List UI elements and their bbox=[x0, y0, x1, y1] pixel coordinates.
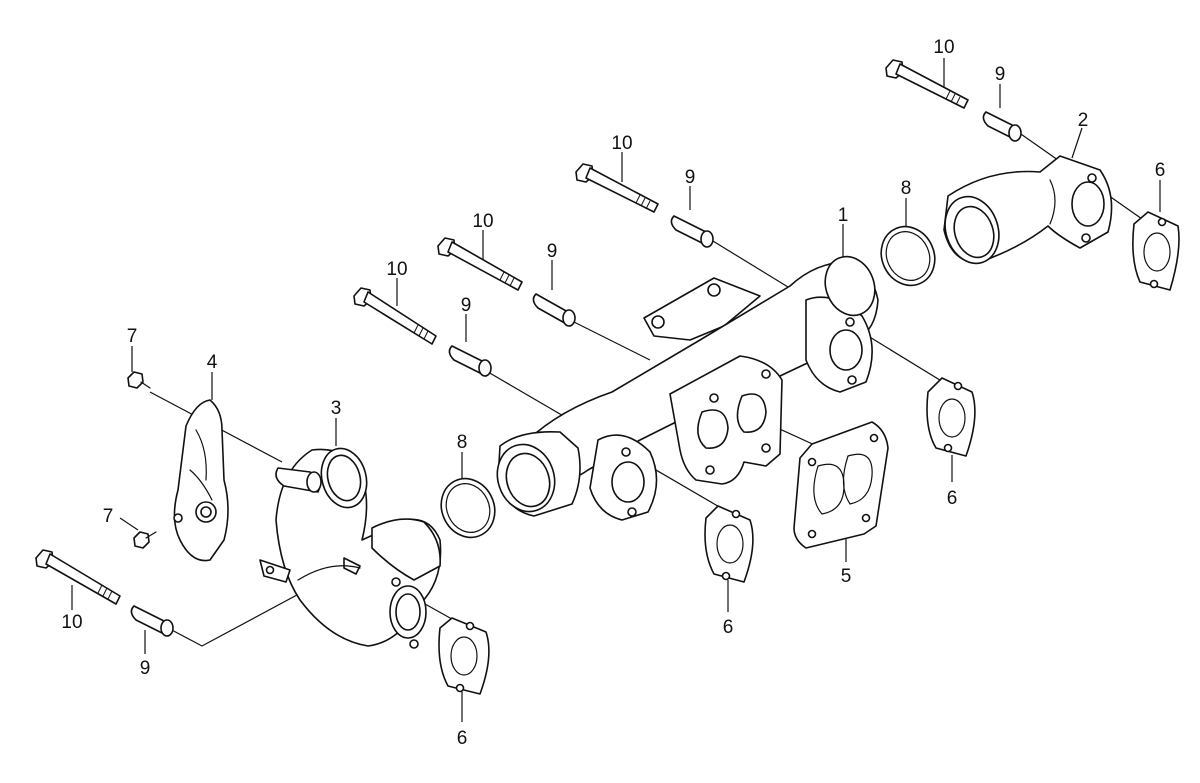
callout-8: 8 bbox=[901, 178, 912, 199]
sleeve-top-right bbox=[982, 111, 1022, 142]
callout-9: 9 bbox=[685, 167, 696, 188]
gasket-right-center bbox=[926, 377, 976, 457]
gasket-top-right bbox=[1132, 211, 1180, 291]
bolt-top-right bbox=[885, 59, 969, 109]
gasket-center bbox=[704, 505, 754, 583]
callout-8: 8 bbox=[457, 432, 468, 453]
screw-upper bbox=[127, 371, 151, 389]
callout-6: 6 bbox=[457, 728, 468, 749]
heat-shield-bracket bbox=[173, 399, 229, 562]
callout-6: 6 bbox=[947, 488, 958, 509]
callout-9: 9 bbox=[140, 658, 151, 679]
exhaust-manifold bbox=[496, 255, 879, 521]
bolt-bottom-left bbox=[35, 549, 121, 605]
callout-7: 7 bbox=[103, 506, 114, 527]
callout-6: 6 bbox=[1155, 160, 1166, 181]
callout-6: 6 bbox=[723, 617, 734, 638]
gasket-bottom bbox=[438, 617, 490, 695]
callout-9: 9 bbox=[547, 241, 558, 262]
sleeve-center-top bbox=[670, 215, 714, 248]
callout-9: 9 bbox=[461, 295, 472, 316]
sleeve-bottom-left bbox=[130, 605, 174, 637]
callout-1: 1 bbox=[838, 205, 849, 226]
callout-2: 2 bbox=[1078, 110, 1089, 131]
elbow-pipe-rear bbox=[943, 155, 1113, 265]
sleeve-center-low bbox=[448, 345, 492, 377]
bolt-center-low bbox=[353, 287, 437, 345]
leader-lines bbox=[71, 58, 1161, 722]
callout-7: 7 bbox=[127, 326, 138, 347]
sleeve-center-mid bbox=[532, 293, 576, 327]
callout-5: 5 bbox=[841, 566, 852, 587]
front-exhaust-pipe bbox=[259, 447, 442, 649]
bolt-center-top bbox=[575, 163, 659, 213]
callout-10: 10 bbox=[386, 259, 407, 280]
callout-10: 10 bbox=[611, 133, 632, 154]
turbo-flange-gasket bbox=[793, 421, 889, 549]
seal-ring-upper bbox=[880, 225, 936, 287]
callout-3: 3 bbox=[331, 398, 342, 419]
callout-10: 10 bbox=[61, 612, 82, 633]
callout-10: 10 bbox=[933, 37, 954, 58]
callout-4: 4 bbox=[207, 352, 218, 373]
seal-ring-lower bbox=[440, 477, 496, 539]
callout-9: 9 bbox=[995, 64, 1006, 85]
bolt-center-mid bbox=[437, 237, 523, 291]
callout-10: 10 bbox=[472, 211, 493, 232]
screw-lower bbox=[133, 531, 157, 549]
callout-labels: 10 9 2 6 10 9 8 1 10 9 10 9 7 4 3 8 6 7 … bbox=[61, 37, 1165, 749]
